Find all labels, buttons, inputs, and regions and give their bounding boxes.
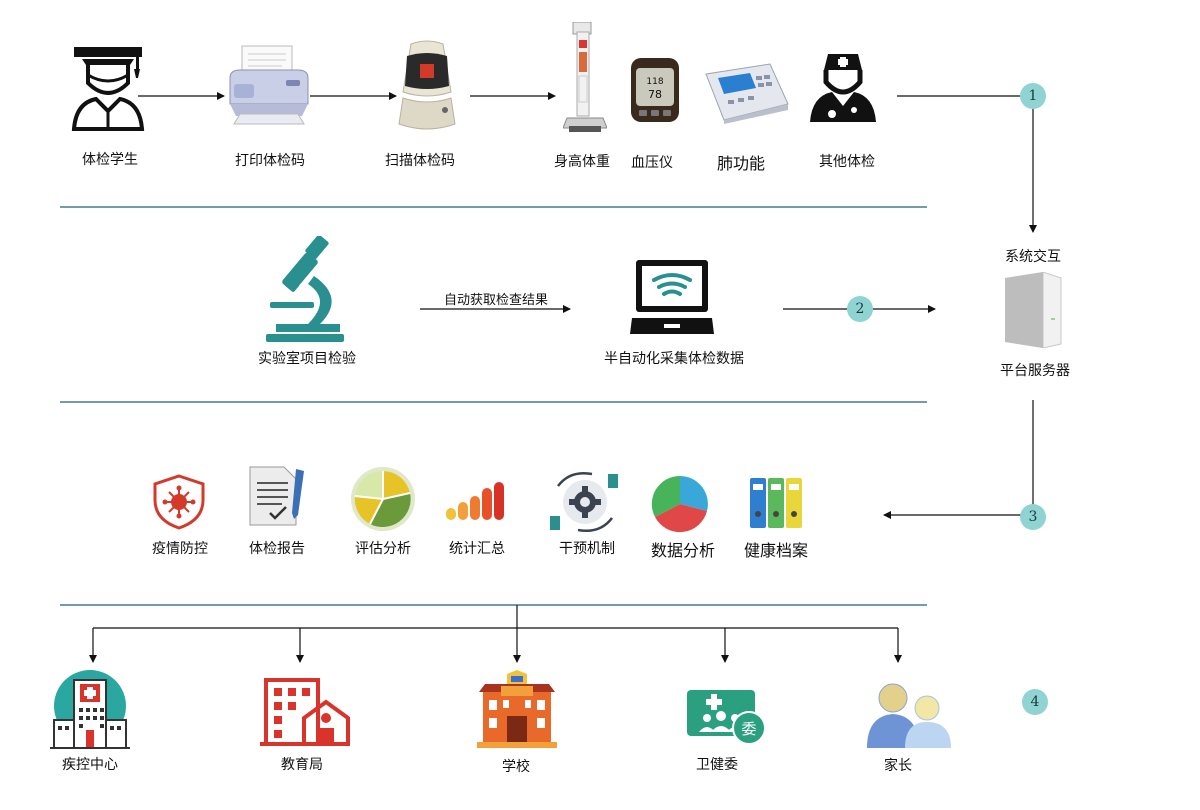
arrow-to-server [897,95,1037,233]
label-data-analysis: 数据分析 [650,541,716,560]
label-lung-function: 肺功能 [716,154,766,173]
step-badge-4: 4 [1022,689,1048,715]
parents-icon [867,683,951,748]
health-archive-binders-icon [750,478,802,528]
bp-display-top: 118 [646,77,663,87]
label-education-bureau: 教育局 [281,757,323,773]
label-print-code: 打印体检码 [235,153,305,169]
separator-lines [60,206,927,606]
label-platform-server: 平台服务器 [1000,363,1070,379]
printer-icon [229,45,309,125]
nurse-icon [810,54,876,122]
laptop-wifi-icon [630,260,714,334]
label-cdc: 疾控中心 [62,757,118,773]
assessment-pie-icon [351,467,415,531]
health-committee-icon: 委 [687,690,766,745]
barcode-scanner-icon [398,40,456,130]
label-other-exam: 其他体检 [819,154,875,170]
label-student: 体检学生 [82,152,138,168]
report-document-icon [249,466,304,526]
label-auto-fetch: 自动获取检查结果 [443,293,549,308]
server-icon [1005,272,1062,348]
step-badge-3: 3 [1020,504,1046,530]
cdc-hospital-icon [50,670,130,749]
step-badge-2: 2 [847,296,873,322]
label-parents: 家长 [884,758,912,774]
education-bureau-building-icon [260,678,350,746]
label-scan-code: 扫描体检码 [385,153,455,169]
graduate-student-icon [71,47,145,131]
bp-display-mid: 78 [648,88,662,101]
label-semi-auto: 半自动化采集体检数据 [604,351,744,367]
label-epidemic-control: 疫情防控 [152,541,208,557]
arrow-server-to-analysis [883,400,1034,519]
epidemic-shield-icon [153,474,205,530]
label-height-weight: 身高体重 [554,154,610,170]
intervention-gear-hands-icon [550,472,618,532]
height-scale-icon [563,22,607,132]
label-assessment: 评估分析 [355,541,411,557]
microscope-icon [266,236,344,342]
label-health-committee: 卫健委 [696,757,738,773]
label-lab-test: 实验室项目检验 [258,351,356,367]
school-building-icon [477,670,557,748]
label-exam-report: 体检报告 [249,541,305,557]
lung-function-device-icon [705,63,789,124]
label-school: 学校 [502,759,530,775]
label-intervention: 干预机制 [559,541,615,557]
step-badge-1: 1 [1020,83,1046,109]
statistics-bars-icon [446,482,504,520]
label-blood-pressure: 血压仪 [631,155,673,171]
blood-pressure-monitor-icon: 118 78 [631,58,679,122]
label-system-interaction: 系统交互 [1005,249,1061,265]
health-committee-badge-char: 委 [741,720,756,738]
label-statistics: 统计汇总 [449,541,505,557]
label-health-archive: 健康档案 [743,541,809,560]
data-analysis-pie-icon [651,475,708,533]
